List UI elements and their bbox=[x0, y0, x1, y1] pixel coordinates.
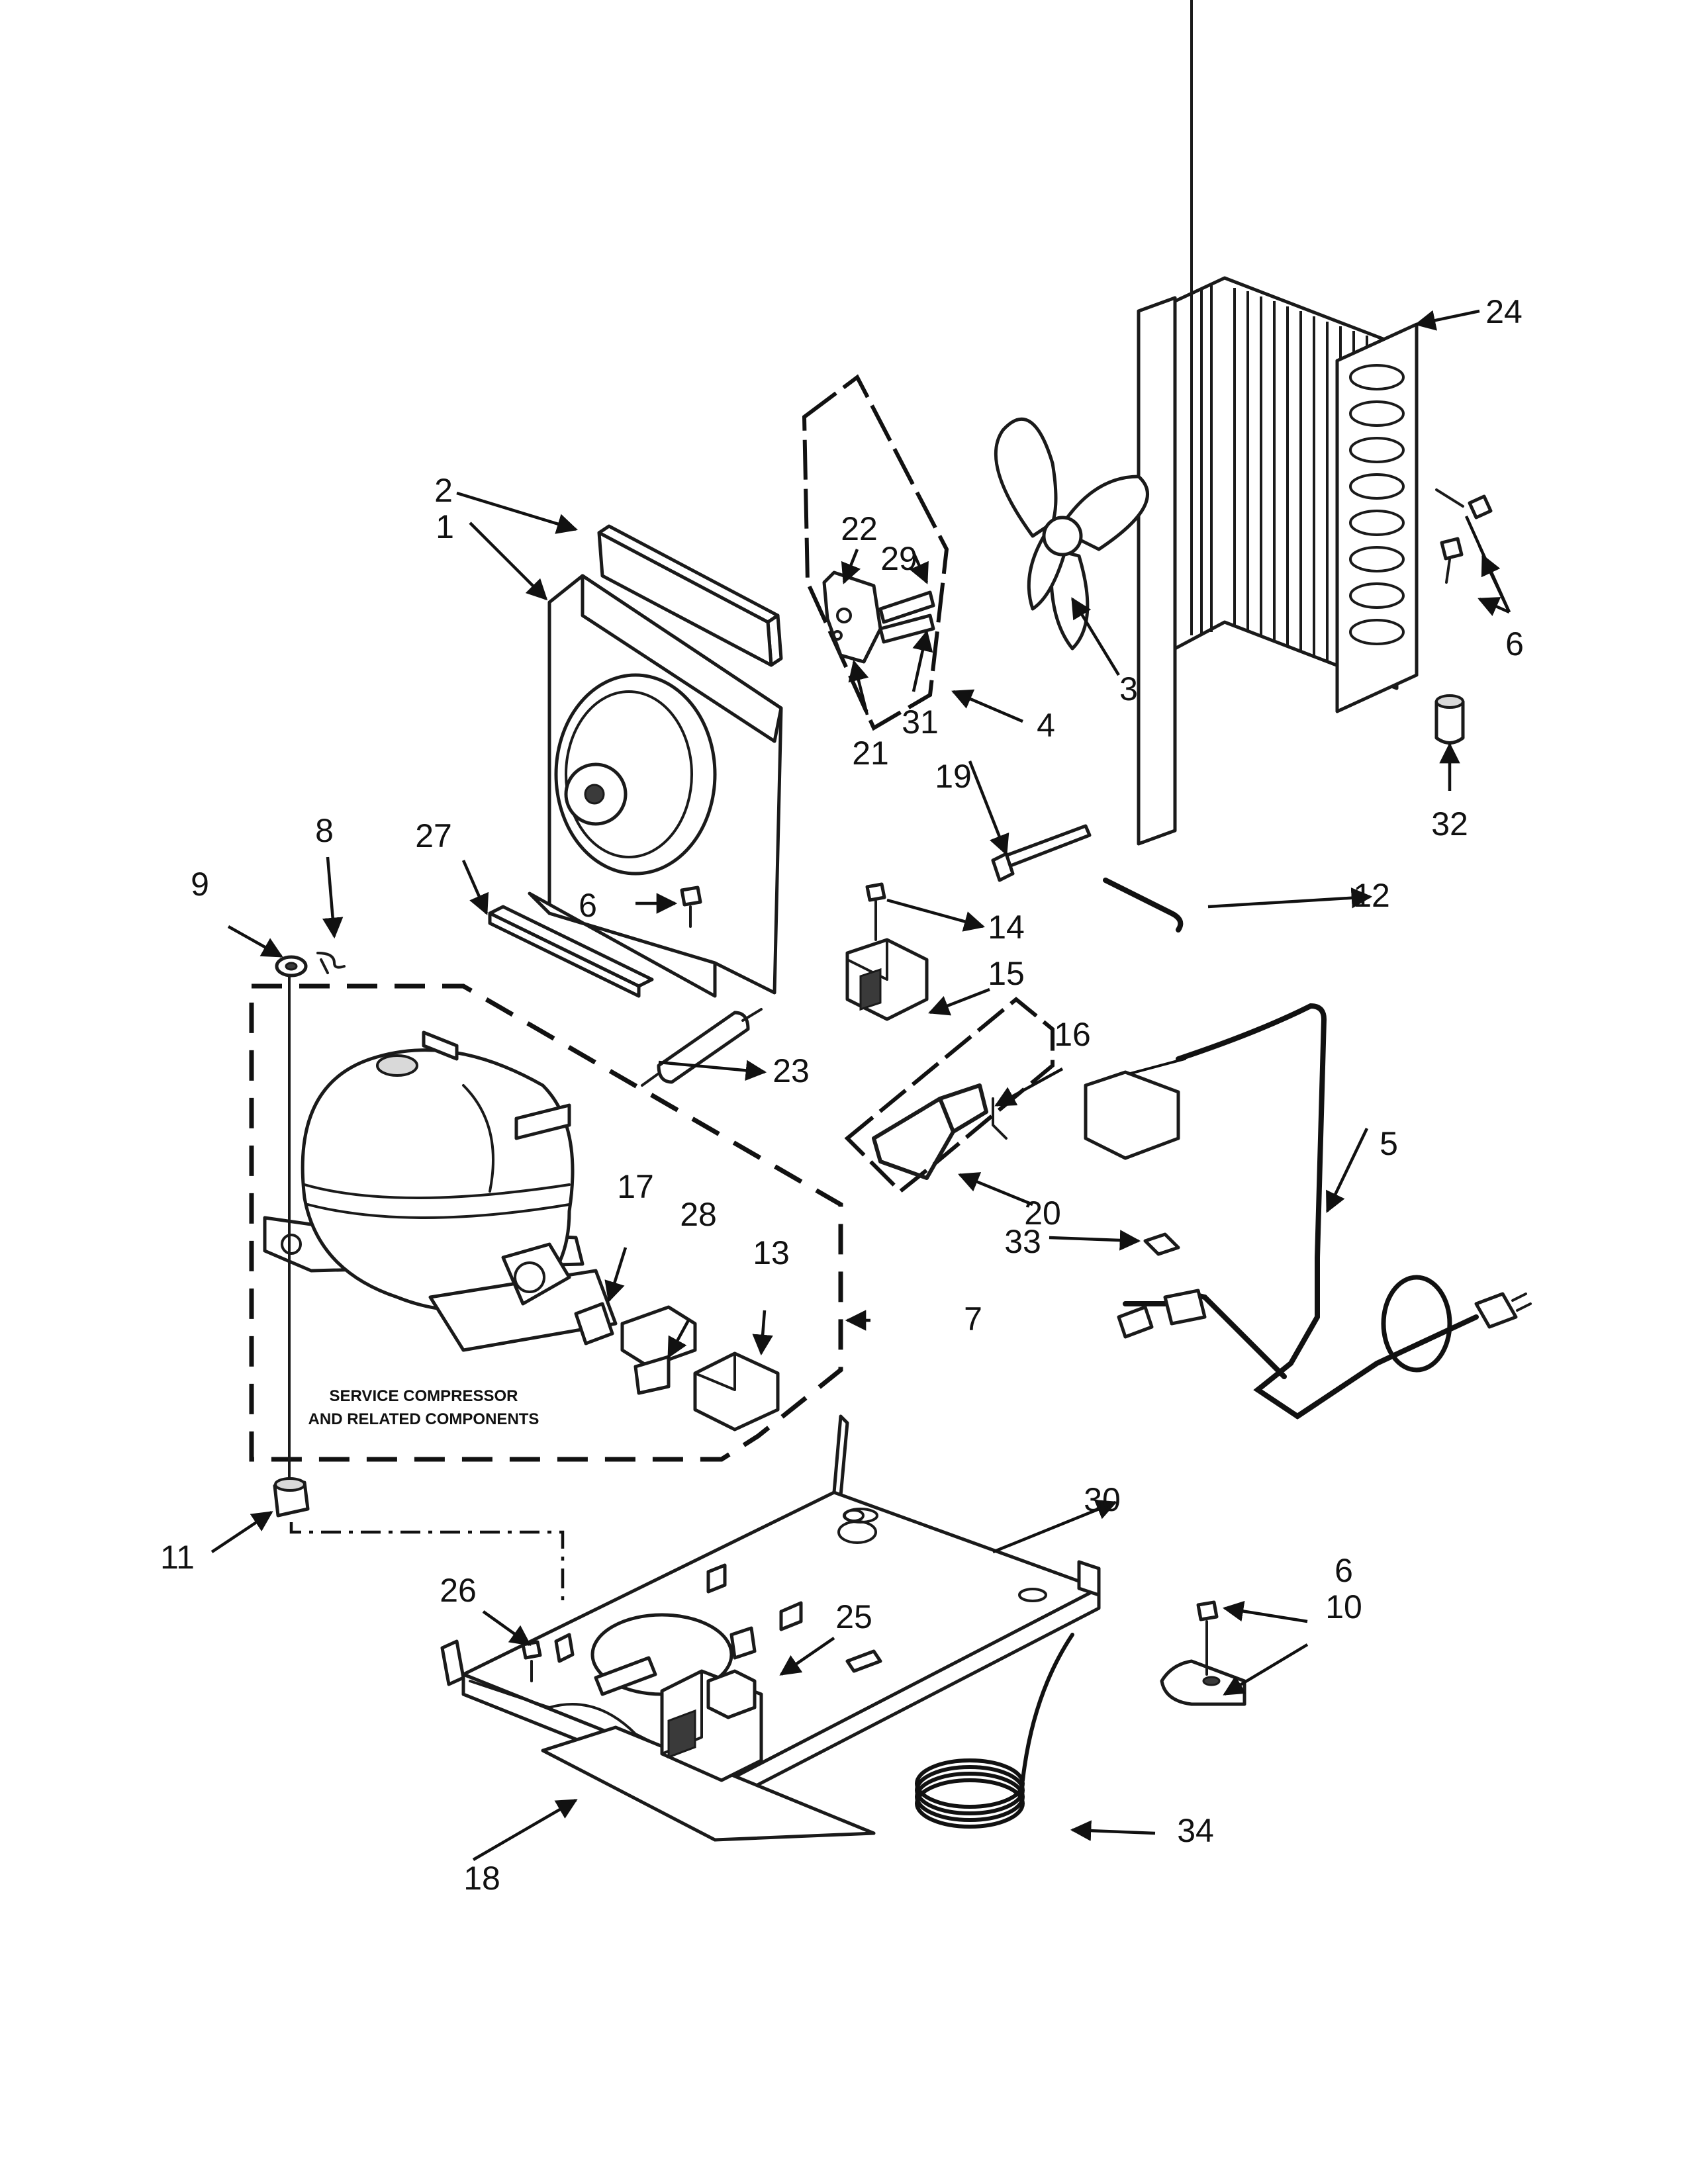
callout-16: 16 bbox=[1054, 1016, 1091, 1053]
callout-3: 3 bbox=[1119, 670, 1138, 707]
leader-lines bbox=[211, 309, 1511, 1861]
callout-13: 13 bbox=[753, 1234, 790, 1271]
screw-14 bbox=[865, 882, 886, 941]
callout-8: 8 bbox=[315, 812, 334, 849]
service-note-line2: AND RELATED COMPONENTS bbox=[308, 1410, 539, 1428]
bracket-assembly-20 bbox=[844, 997, 1055, 1195]
gasket-strip bbox=[597, 524, 783, 667]
wiring-harness bbox=[1084, 1003, 1532, 1420]
callout-26: 26 bbox=[440, 1572, 477, 1609]
callout-18: 18 bbox=[463, 1860, 500, 1897]
condenser bbox=[1137, 0, 1419, 846]
callout-6-condenser: 6 bbox=[1505, 625, 1524, 662]
callout-25: 25 bbox=[835, 1598, 872, 1635]
callout-21: 21 bbox=[852, 735, 889, 772]
solenoid-15 bbox=[845, 938, 929, 1021]
grommet-11 bbox=[273, 975, 565, 1602]
callout-23: 23 bbox=[773, 1052, 810, 1089]
fan-blade bbox=[994, 417, 1149, 651]
callout-17: 17 bbox=[617, 1168, 654, 1205]
callout-32: 32 bbox=[1431, 805, 1468, 842]
callout-9: 9 bbox=[191, 866, 209, 903]
callout-6-shroud: 6 bbox=[579, 887, 597, 924]
tubing-coil-34 bbox=[915, 1633, 1074, 1829]
compressor bbox=[263, 1030, 618, 1352]
bracket-27 bbox=[488, 905, 654, 998]
clip-8 bbox=[316, 952, 346, 974]
callout-6-clamp: 6 bbox=[1335, 1552, 1353, 1589]
fan-motor-assembly bbox=[802, 374, 949, 731]
callout-1: 1 bbox=[436, 508, 454, 545]
washer-9 bbox=[275, 955, 308, 978]
callout-19: 19 bbox=[935, 758, 972, 795]
callout-22: 22 bbox=[841, 510, 878, 547]
callout-20: 20 bbox=[1024, 1195, 1061, 1232]
callout-12: 12 bbox=[1353, 877, 1390, 914]
screw-6-condenser bbox=[1435, 488, 1493, 584]
callout-14: 14 bbox=[988, 909, 1025, 946]
callout-5: 5 bbox=[1380, 1125, 1398, 1162]
tube-12 bbox=[1103, 878, 1184, 933]
callout-numbers: 2 1 22 29 3 4 31 21 24 6 32 19 12 14 15 … bbox=[160, 293, 1524, 1897]
fan-shroud bbox=[528, 574, 783, 998]
capacitor-13 bbox=[693, 1351, 780, 1432]
base-pan bbox=[440, 1414, 1101, 1802]
callout-33: 33 bbox=[1004, 1223, 1041, 1260]
service-note-line1: SERVICE COMPRESSOR bbox=[330, 1387, 518, 1405]
callout-27: 27 bbox=[415, 817, 452, 854]
callout-4: 4 bbox=[1037, 707, 1055, 744]
callout-2: 2 bbox=[434, 472, 453, 509]
clip-33 bbox=[1143, 1232, 1180, 1256]
callout-7: 7 bbox=[964, 1300, 982, 1338]
callout-28: 28 bbox=[680, 1196, 717, 1233]
callout-29: 29 bbox=[880, 540, 917, 577]
valve-25 bbox=[660, 1626, 763, 1782]
callout-30: 30 bbox=[1084, 1481, 1121, 1518]
filter-drier bbox=[641, 1008, 763, 1087]
screw-6-shroud bbox=[680, 886, 702, 928]
callout-24: 24 bbox=[1485, 293, 1523, 330]
service-compressor-box bbox=[249, 983, 843, 1462]
cable-tie bbox=[991, 824, 1092, 882]
callout-10: 10 bbox=[1325, 1588, 1362, 1625]
callout-31: 31 bbox=[902, 704, 939, 741]
screw-6-clamp bbox=[1196, 1600, 1219, 1676]
callout-15: 15 bbox=[988, 955, 1025, 992]
overload-17 bbox=[574, 1302, 614, 1345]
callout-34: 34 bbox=[1177, 1812, 1214, 1849]
clamp-10 bbox=[1160, 1659, 1246, 1706]
insulation-18 bbox=[541, 1725, 876, 1842]
relay-28 bbox=[620, 1305, 697, 1395]
callout-11: 11 bbox=[160, 1539, 195, 1576]
screw-26 bbox=[521, 1640, 542, 1682]
bushing-32 bbox=[1434, 694, 1465, 745]
